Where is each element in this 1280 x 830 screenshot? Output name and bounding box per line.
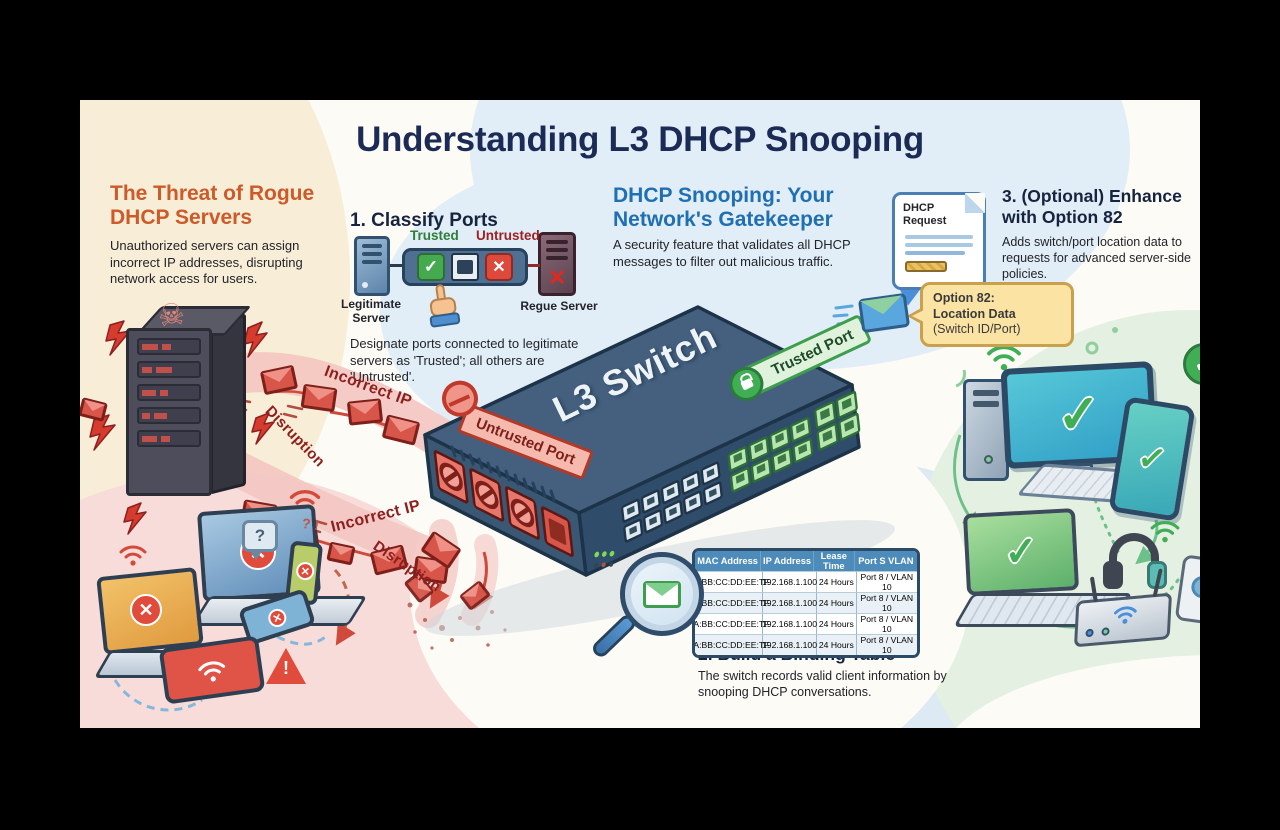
cell-port: Port 8 / VLAN 10 (856, 592, 917, 613)
trusted-port-check: ✓ (417, 253, 445, 281)
col-port: Port S VLAN (858, 556, 914, 566)
cell-mac: AA:BB:CC:DD:EE:TF (695, 613, 769, 634)
doc-title: DHCP Request (903, 202, 947, 228)
legitimate-server-label: Legitimate Server (340, 297, 401, 325)
callout-line1: Option 82: (933, 291, 995, 305)
blocked-port-icons (439, 462, 567, 545)
cell-ip: 192.168.1.100 (762, 571, 817, 592)
cell-port: Port 8 / VLAN 10 (856, 634, 917, 655)
classify-heading: 1. Classify Ports (350, 210, 498, 231)
binding-body: The switch records valid client informat… (698, 669, 947, 699)
x-error-icon: ✕ (295, 561, 316, 582)
cell-port: Port 8 / VLAN 10 (856, 613, 917, 634)
rogue-server-label: Regue Server (520, 299, 598, 313)
threat-body: Unauthorized servers can assign incorrec… (110, 238, 303, 287)
cell-lease: 24 Hours (817, 634, 857, 655)
warning-triangle-icon: ! (266, 648, 306, 684)
untrusted-link-line (526, 264, 540, 267)
x-error-icon: ✕ (265, 606, 289, 630)
table-row: AA:BB:CC:DD:EE:TF 192.168.1.100 24 Hours… (695, 634, 917, 655)
hotspot-device-icon (1174, 554, 1200, 626)
cell-lease: 24 Hours (817, 613, 857, 634)
cell-lease: 24 Hours (817, 571, 857, 592)
cell-lease: 24 Hours (817, 592, 857, 613)
cell-mac: AA:BB:CC:DD:EE:TF (695, 634, 769, 655)
snooped-envelope-icon (857, 292, 911, 334)
untrusted-ports (433, 450, 574, 557)
dhcp-request-doc: DHCP Request (892, 192, 986, 290)
option82-body: Adds switch/port location data to reques… (1002, 235, 1191, 281)
callout-line3: (Switch ID/Port) (933, 322, 1021, 337)
magnifier-icon (589, 552, 704, 660)
option82-heading: 3. (Optional) Enhance with Option 82 (1002, 186, 1182, 227)
x-error-icon: ✕ (130, 594, 162, 626)
switch-vents (450, 445, 556, 502)
router-icon (1073, 568, 1173, 648)
port-pins (626, 468, 717, 535)
check-badge-icon: ✓ (1183, 343, 1200, 385)
col-mac: MAC Address (695, 551, 762, 571)
option82-callout: Option 82: Location Data (Switch ID/Port… (907, 282, 1074, 347)
page-title: Understanding L3 DHCP Snooping (356, 120, 924, 159)
snooping-heading: DHCP Snooping: Your Network's Gatekeeper (613, 184, 834, 232)
cell-mac: AA:BB:CC:DD:EE:TF (695, 592, 769, 613)
legitimate-server-icon (354, 236, 390, 296)
col-lease: Lease Time (814, 551, 855, 571)
ethernet-ports (594, 390, 861, 568)
glitch-marks: ? ! (300, 514, 321, 534)
table-row: AA:BB:CC:DD:EE:TF 192.168.1.100 24 Hours… (695, 571, 917, 592)
snooping-body: A security feature that validates all DH… (613, 237, 851, 269)
cell-mac: AA:BB:CC:DD:EE:TF (695, 571, 769, 592)
binding-table: MAC Address IP Address Lease Time Port S… (692, 548, 920, 658)
trusted-link-line (390, 264, 402, 267)
ethernet-port-icon (451, 253, 479, 281)
affected-devices: ✕ ✕ ? ✕ ? ! ✕ ! (80, 480, 420, 728)
port-bar: ✓ ✕ (402, 248, 528, 286)
tablet-error-wifi (158, 635, 266, 705)
healthy-devices: ✓ ✓ ✓ ✓ (935, 335, 1200, 665)
rogue-envelope (300, 383, 338, 413)
classify-diagram: ✕ ✓ ✕ Trusted Untrusted Legitimate Serve… (341, 226, 598, 336)
table-row: AA:BB:CC:DD:EE:TF 192.168.1.100 24 Hours… (695, 613, 917, 634)
wifi-ok-icon (987, 345, 1021, 371)
wifi-error-icon (119, 545, 147, 566)
laptop-error-amber: ✕ (82, 566, 249, 692)
tower-side (210, 313, 246, 495)
rogue-server-tower: ☠ (118, 298, 258, 515)
infographic-canvas: Understanding L3 DHCP Snooping The Threa… (80, 100, 1200, 728)
headphones-icon (1103, 533, 1167, 595)
doc-fold (965, 193, 985, 213)
wifi-icon (198, 661, 226, 682)
callout-line2: Location Data (933, 306, 1016, 321)
wifi-ok-icon (1150, 521, 1180, 543)
col-ip: IP Address (761, 551, 814, 571)
trusted-label: Trusted (410, 228, 459, 243)
cell-ip: 192.168.1.100 (762, 613, 817, 634)
threat-heading: The Threat of Rogue DHCP Servers (110, 182, 315, 229)
untrusted-port-x: ✕ (485, 253, 513, 281)
rogue-x-icon: ✕ (548, 265, 567, 290)
artwork-layer (89, 283, 1180, 712)
cell-ip: 192.168.1.100 (762, 634, 817, 655)
cell-ip: 192.168.1.100 (762, 592, 817, 613)
hand-pointer-icon (423, 282, 463, 330)
rogue-envelope (346, 398, 384, 426)
untrusted-label: Untrusted (476, 228, 540, 243)
tower-front (126, 328, 212, 496)
classify-caption: Designate ports connected to legitimate … (350, 336, 579, 385)
rogue-server-icon: ✕ (538, 232, 576, 296)
binding-table-header: MAC Address IP Address Lease Time Port S… (695, 551, 917, 571)
table-row: AA:BB:CC:DD:EE:TF 192.168.1.100 24 Hours… (695, 592, 917, 613)
inspected-envelope-icon (643, 580, 681, 608)
option82-field-highlight (905, 261, 947, 273)
question-bubble-icon: ? (242, 520, 278, 560)
wifi-icon (1114, 606, 1137, 624)
cell-port: Port 8 / VLAN 10 (856, 571, 917, 592)
